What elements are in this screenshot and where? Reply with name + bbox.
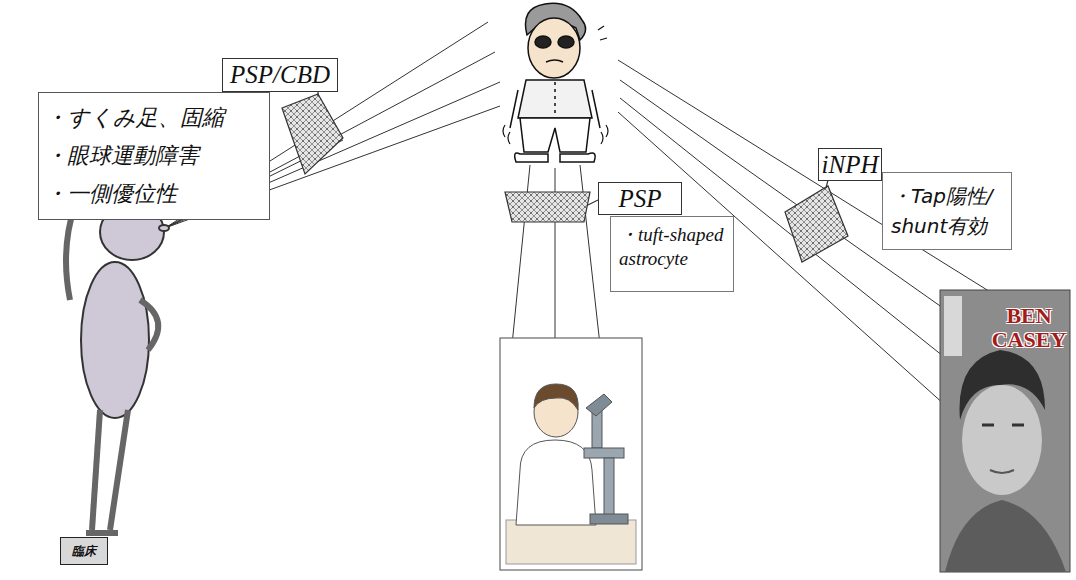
- callout-pointer: [317, 92, 318, 96]
- feature-list-box: ・すくみ足、固縮・眼球運動障害・一側優位性: [38, 92, 270, 220]
- foot: [86, 530, 118, 536]
- hair: [534, 384, 578, 410]
- picture-frame: [500, 338, 642, 570]
- pedestal-label: 臨床: [60, 537, 108, 565]
- shirt: [518, 80, 592, 118]
- hatched-plane: [505, 192, 590, 222]
- callout-label: iNPH: [818, 148, 882, 181]
- microscope: [584, 448, 624, 458]
- callout-label: PSP/CBD: [222, 58, 338, 92]
- node-text: PSP/CBD: [230, 61, 330, 89]
- callout-pointer: [588, 200, 598, 205]
- tremor-mark: [503, 125, 510, 144]
- microscope-picture: [500, 338, 642, 570]
- tremor-mark: [598, 26, 607, 40]
- clinician-figure: [52, 190, 169, 533]
- mouth: [546, 60, 563, 62]
- face: [962, 385, 1042, 495]
- node-text: ・tuft-shaped astrocyte: [619, 223, 725, 271]
- cover-frame: [940, 290, 1070, 572]
- arm: [510, 90, 518, 128]
- hatched-plane: [785, 186, 848, 262]
- sight-line: [618, 112, 945, 405]
- hip-arm: [140, 300, 158, 350]
- node-text: ・すくみ足、固縮: [45, 99, 263, 137]
- mouth: [990, 470, 1014, 473]
- feature-note-box: ・tuft-shaped astrocyte: [610, 216, 734, 292]
- callout-label: PSP: [598, 182, 682, 215]
- node-text: ・Tap陽性/ shunt有効: [891, 181, 1003, 241]
- feature-note-box: ・Tap陽性/ shunt有効: [882, 172, 1012, 250]
- node-text: ・一側優位性: [45, 175, 263, 213]
- shoe: [560, 153, 595, 162]
- callout-pointer: [826, 180, 828, 188]
- microscope: [590, 514, 628, 524]
- desk: [506, 520, 636, 564]
- body: [81, 262, 149, 418]
- node-text: PSP: [618, 185, 661, 213]
- node-text: 臨床: [72, 543, 96, 560]
- shoulders: [945, 500, 1066, 572]
- eye: [159, 225, 169, 231]
- arm: [592, 90, 600, 128]
- cover-title: BEN CASEY: [990, 304, 1068, 352]
- node-text: iNPH: [822, 151, 879, 179]
- book-cover: [940, 290, 1070, 572]
- cover-band: [944, 296, 962, 356]
- eye: [558, 36, 574, 48]
- trousers: [520, 118, 590, 152]
- hatched-plane: [282, 94, 343, 174]
- node-text: ・眼球運動障害: [45, 137, 263, 175]
- leg: [110, 410, 128, 530]
- leg: [92, 410, 100, 530]
- patient-figure: [503, 3, 608, 162]
- brow: [982, 424, 1024, 427]
- microscope: [604, 458, 614, 518]
- shoe: [515, 153, 548, 162]
- buttons: [554, 82, 556, 116]
- microscope: [586, 394, 612, 416]
- eye: [535, 36, 551, 48]
- head: [528, 18, 580, 78]
- tremor-mark: [601, 125, 608, 144]
